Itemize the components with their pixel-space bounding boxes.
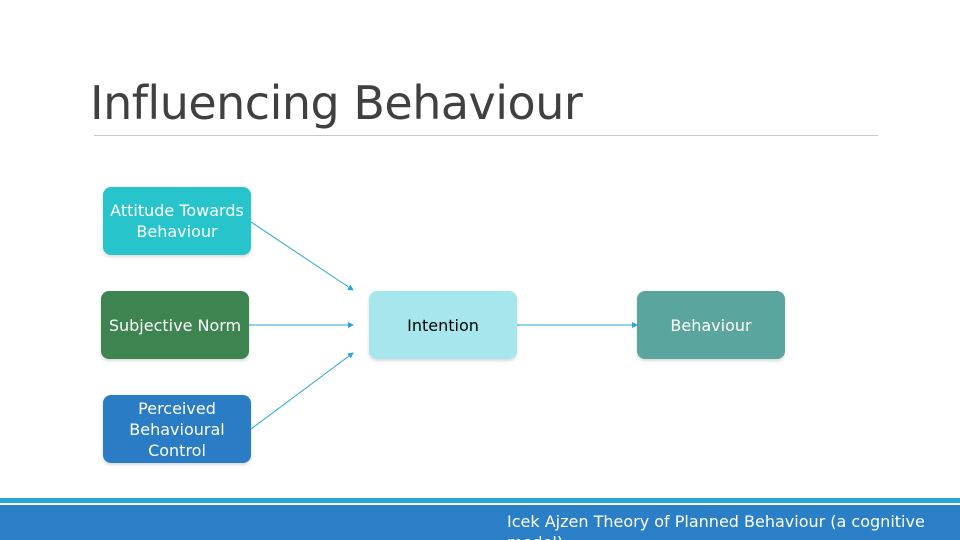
behaviour-node: Behaviour: [637, 291, 785, 359]
behaviour-label: Behaviour: [670, 315, 752, 335]
attitude-label: Attitude Towards Behaviour: [110, 201, 244, 241]
perceived-control-node: Perceived Behavioural Control: [103, 395, 251, 463]
perceived-control-label: Perceived Behavioural Control: [129, 398, 225, 460]
slide-title: Influencing Behaviour: [90, 76, 583, 130]
intention-node: Intention: [369, 291, 517, 359]
subjective-norm-label: Subjective Norm: [108, 315, 242, 335]
footer-accent-line: [0, 498, 960, 503]
intention-label: Intention: [407, 315, 479, 335]
footer-bar: Icek Ajzen Theory of Planned Behaviour (…: [0, 505, 960, 540]
title-underline: [94, 135, 878, 136]
attitude-node: Attitude Towards Behaviour: [103, 187, 251, 255]
subjective-norm-node: Subjective Norm: [101, 291, 249, 359]
arrow-control-to-intention: [250, 352, 354, 430]
arrow-attitude-to-intention: [250, 221, 354, 291]
footer-caption: Icek Ajzen Theory of Planned Behaviour (…: [507, 512, 925, 540]
